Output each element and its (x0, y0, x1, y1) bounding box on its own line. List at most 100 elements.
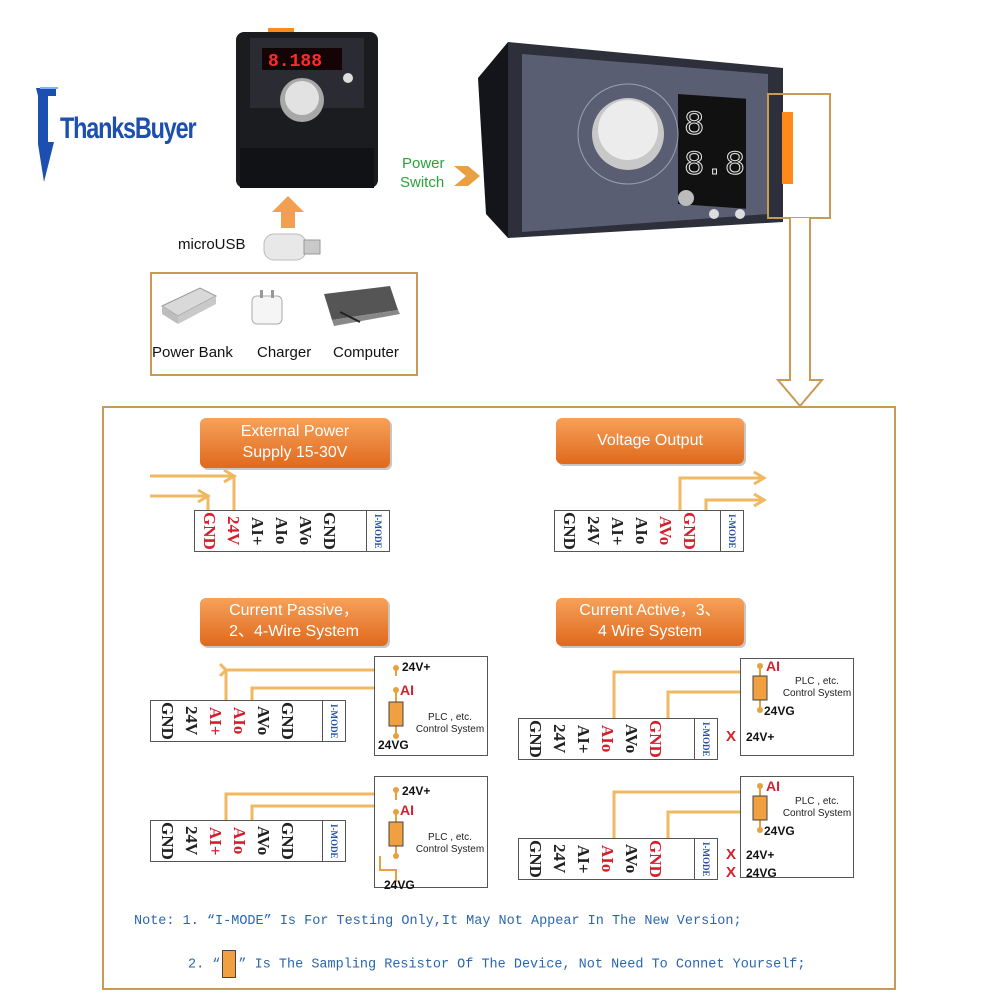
plc-text-line2: Control System (415, 724, 485, 735)
label-24v-plus: 24V+ (402, 660, 431, 674)
terminal-ai-plus: AI+ (574, 844, 593, 874)
label-24vg: 24VG (378, 738, 409, 752)
laptop-icon (324, 286, 400, 326)
terminal-gnd: GND (200, 512, 219, 550)
micro-usb-label: microUSB (178, 236, 246, 253)
terminal-block-active-1: GND 24V AI+ AIo AVo GND I-MODE (518, 718, 718, 760)
svg-text:8.8: 8.8 (684, 147, 745, 185)
plc-text-line1: PLC , etc. (428, 712, 472, 723)
source-label-power-bank: Power Bank (152, 344, 233, 361)
plc-text-line2: Control System (782, 808, 852, 819)
note-line-2-prefix: 2. “ (188, 957, 221, 973)
micro-usb-plug-icon (263, 233, 321, 261)
brand-logo-icon (36, 87, 58, 182)
label-24vg: 24VG (764, 824, 795, 838)
plc-text-line2: Control System (415, 844, 485, 855)
power-switch-label-line2: Switch (400, 174, 445, 191)
note-line-1: Note: 1. “I-MODE” Is For Testing Only,It… (134, 914, 742, 929)
terminal-ai-plus: AI+ (206, 706, 225, 736)
plc-text-line1: PLC , etc. (795, 676, 839, 687)
title-current-passive: Current Passive， 2、4-Wire System (200, 598, 388, 646)
imode-label: I-MODE (720, 511, 743, 551)
brand-logo-text: ThanksBuyer (60, 112, 197, 145)
label-ai: AI (766, 658, 780, 674)
terminal-block-external: GND 24V AI+ AIo AVo GND I-MODE (194, 510, 390, 552)
arrow-up-icon (272, 196, 304, 228)
terminal-24v: 24V (584, 516, 603, 546)
title-current-passive-line1: Current Passive， (229, 602, 359, 619)
plc-text: PLC , etc. Control System (410, 832, 490, 856)
imode-label: I-MODE (694, 719, 717, 759)
source-label-computer: Computer (333, 344, 399, 361)
power-switch-label: Power Switch (400, 154, 445, 192)
terminal-gnd: GND (526, 720, 545, 758)
plc-internal-passive (379, 665, 404, 882)
terminal-avo: AVo (656, 516, 675, 546)
x-mark: X (726, 864, 737, 881)
label-ai: AI (400, 802, 414, 818)
terminal-ai-plus: AI+ (206, 826, 225, 856)
sampling-resistor-icon (222, 950, 237, 978)
terminal-aio: AIo (598, 725, 617, 753)
x-mark: X (726, 728, 737, 745)
note-line-2-suffix: ” Is The Sampling Resistor Of The Device… (238, 957, 806, 973)
title-external-power-line1: External Power (240, 423, 350, 440)
terminal-gnd: GND (560, 512, 579, 550)
imode-label: I-MODE (366, 511, 389, 551)
terminal-avo: AVo (622, 724, 641, 754)
x-mark: X (726, 846, 737, 863)
terminal-gnd: GND (526, 840, 545, 878)
terminal-gnd-2: GND (278, 702, 297, 740)
signal-generator-device-icon: 8.188 (236, 28, 378, 188)
source-label-charger: Charger (257, 344, 312, 361)
terminal-block-passive-2: GND 24V AI+ AIo AVo GND I-MODE (150, 820, 346, 862)
plc-text-line1: PLC , etc. (428, 832, 472, 843)
signal-generator-large-device-icon: 8 8.8 (478, 42, 793, 238)
imode-label: I-MODE (694, 839, 717, 879)
title-external-power: External Power Supply 15-30V (200, 418, 390, 468)
terminal-gnd-2: GND (646, 720, 665, 758)
terminal-aio: AIo (632, 517, 651, 545)
charger-icon (251, 290, 283, 325)
plc-text: PLC , etc. Control System (776, 796, 858, 820)
terminal-gnd-2: GND (320, 512, 339, 550)
title-current-passive-line2: 2、4-Wire System (229, 623, 359, 640)
imode-label: I-MODE (322, 821, 345, 861)
title-current-active: Current Active，3、 4 Wire System (556, 598, 744, 646)
label-24vg: 24VG (384, 878, 415, 892)
plc-text: PLC , etc. Control System (776, 676, 858, 700)
label-24v-plus: 24V+ (746, 848, 775, 862)
terminal-aio: AIo (230, 707, 249, 735)
terminal-gnd: GND (158, 822, 177, 860)
connector-callout-arrow-icon (767, 93, 831, 408)
terminal-avo: AVo (254, 826, 273, 856)
terminal-gnd: GND (158, 702, 177, 740)
label-ai: AI (400, 682, 414, 698)
label-24v-plus: 24V+ (402, 784, 431, 798)
terminal-ai-plus: AI+ (248, 516, 267, 546)
label-24v-plus: 24V+ (746, 730, 775, 744)
plc-internal-active (752, 663, 768, 833)
label-ai: AI (766, 778, 780, 794)
terminal-aio: AIo (598, 845, 617, 873)
title-current-active-line1: Current Active，3、 (579, 602, 721, 619)
terminal-avo: AVo (254, 706, 273, 736)
terminal-avo: AVo (622, 844, 641, 874)
title-external-power-line2: Supply 15-30V (242, 444, 348, 461)
terminal-aio: AIo (230, 827, 249, 855)
chevron-right-icon (454, 166, 480, 186)
imode-label: I-MODE (322, 701, 345, 741)
terminal-24v: 24V (224, 516, 243, 546)
svg-text:8: 8 (684, 107, 704, 145)
terminal-24v: 24V (182, 706, 201, 736)
terminal-block-passive-1: GND 24V AI+ AIo AVo GND I-MODE (150, 700, 346, 742)
terminal-24v: 24V (182, 826, 201, 856)
terminal-ai-plus: AI+ (574, 724, 593, 754)
label-24vg: 24VG (746, 866, 777, 880)
wiring-diagram-panel (102, 406, 896, 990)
power-bank-icon (160, 287, 218, 324)
terminal-gnd-2: GND (680, 512, 699, 550)
power-switch-label-line1: Power (402, 155, 445, 172)
title-current-active-line2: 4 Wire System (597, 623, 702, 640)
plc-text-line1: PLC , etc. (795, 796, 839, 807)
